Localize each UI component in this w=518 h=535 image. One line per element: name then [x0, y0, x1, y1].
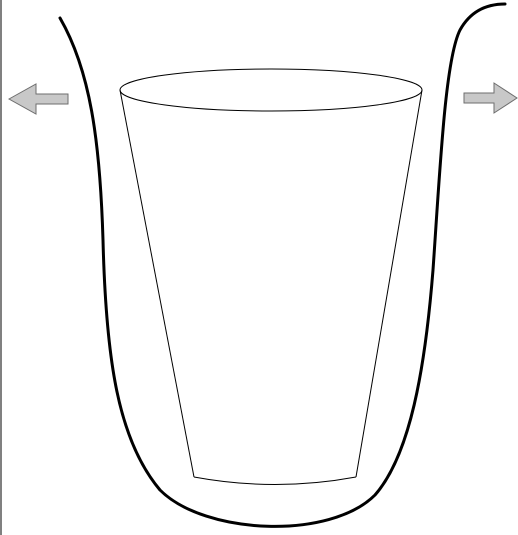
right-arrow-icon	[464, 83, 517, 113]
cup-left-side	[120, 90, 194, 477]
cup-rim	[120, 69, 422, 111]
left-arrow-icon	[9, 84, 68, 114]
cup-bottom	[194, 477, 356, 485]
u-shaped-wall	[60, 4, 505, 526]
